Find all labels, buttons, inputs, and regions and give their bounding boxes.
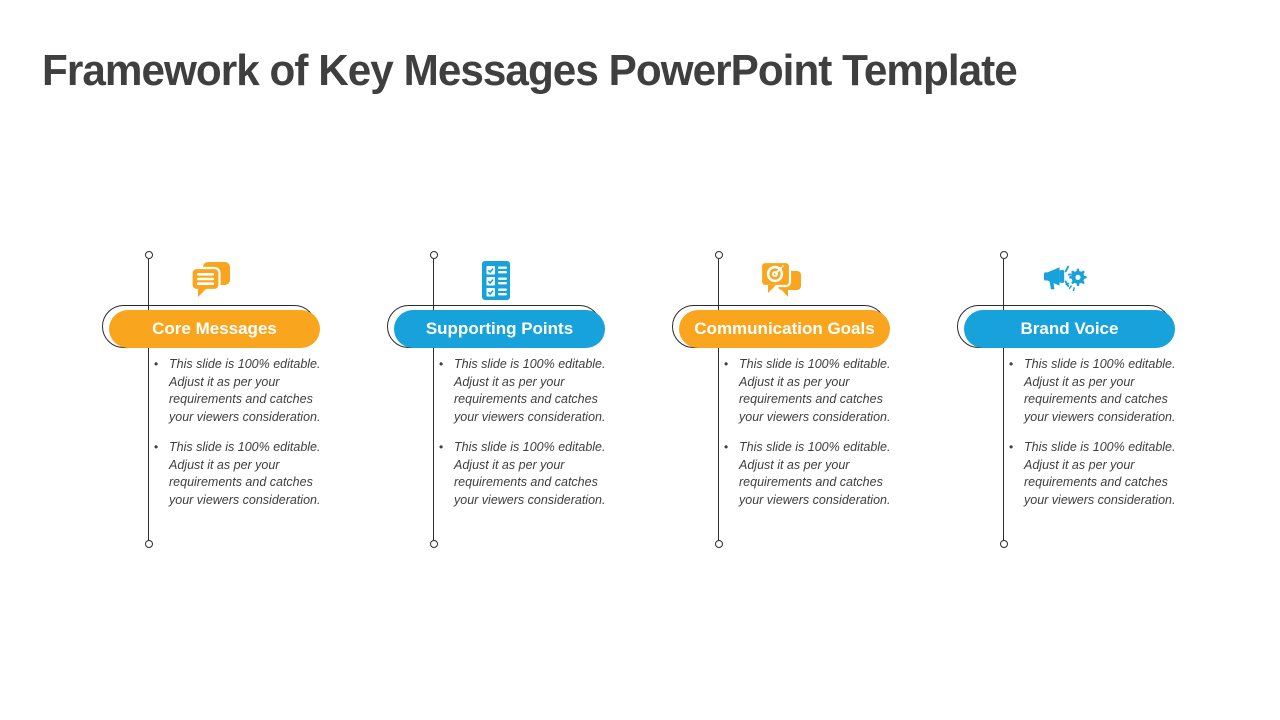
bullet-item: This slide is 100% editable. Adjust it a… [152,439,332,509]
megaphone-gear-icon [1043,258,1089,304]
connector-dot-bottom [999,540,1008,548]
connector-line [433,259,434,542]
bullet-list: This slide is 100% editable. Adjust it a… [152,356,332,522]
column-supporting-points: Supporting Points This slide is 100% edi… [385,250,625,555]
label-text: Core Messages [152,319,277,338]
bullet-item: This slide is 100% editable. Adjust it a… [722,356,902,426]
bullet-list: This slide is 100% editable. Adjust it a… [437,356,617,522]
label-brand-voice[interactable]: Brand Voice [964,310,1175,348]
connector-line [718,259,719,542]
bullet-item: This slide is 100% editable. Adjust it a… [152,356,332,426]
column-brand-voice: Brand Voice This slide is 100% editable.… [955,250,1195,555]
label-text: Brand Voice [1020,319,1119,338]
connector-dot-bottom [714,540,723,548]
chat-bubbles-icon [188,258,234,304]
bullet-item: This slide is 100% editable. Adjust it a… [437,356,617,426]
connector-line [148,259,149,542]
label-text: Supporting Points [425,319,574,338]
connector-dot-top [429,251,438,259]
connector-dot-top [714,251,723,259]
bullet-item: This slide is 100% editable. Adjust it a… [722,439,902,509]
bullet-item: This slide is 100% editable. Adjust it a… [1007,356,1187,426]
bullet-list: This slide is 100% editable. Adjust it a… [1007,356,1187,522]
connector-dot-bottom [429,540,438,548]
bullet-item: This slide is 100% editable. Adjust it a… [437,439,617,509]
connector-dot-bottom [144,540,153,548]
connector-dot-top [144,251,153,259]
label-supporting-points[interactable]: Supporting Points [394,310,605,348]
label-text: Communication Goals [694,319,875,338]
target-chat-icon [758,258,804,304]
page-title: Framework of Key Messages PowerPoint Tem… [42,46,1018,95]
label-core-messages[interactable]: Core Messages [109,310,320,348]
connector-line [1003,259,1004,542]
connector-dot-top [999,251,1008,259]
column-core-messages: Core Messages This slide is 100% editabl… [100,250,340,555]
bullet-item: This slide is 100% editable. Adjust it a… [1007,439,1187,509]
column-communication-goals: Communication Goals This slide is 100% e… [670,250,910,555]
label-communication-goals[interactable]: Communication Goals [679,310,890,348]
bullet-list: This slide is 100% editable. Adjust it a… [722,356,902,522]
checklist-icon [473,258,519,304]
